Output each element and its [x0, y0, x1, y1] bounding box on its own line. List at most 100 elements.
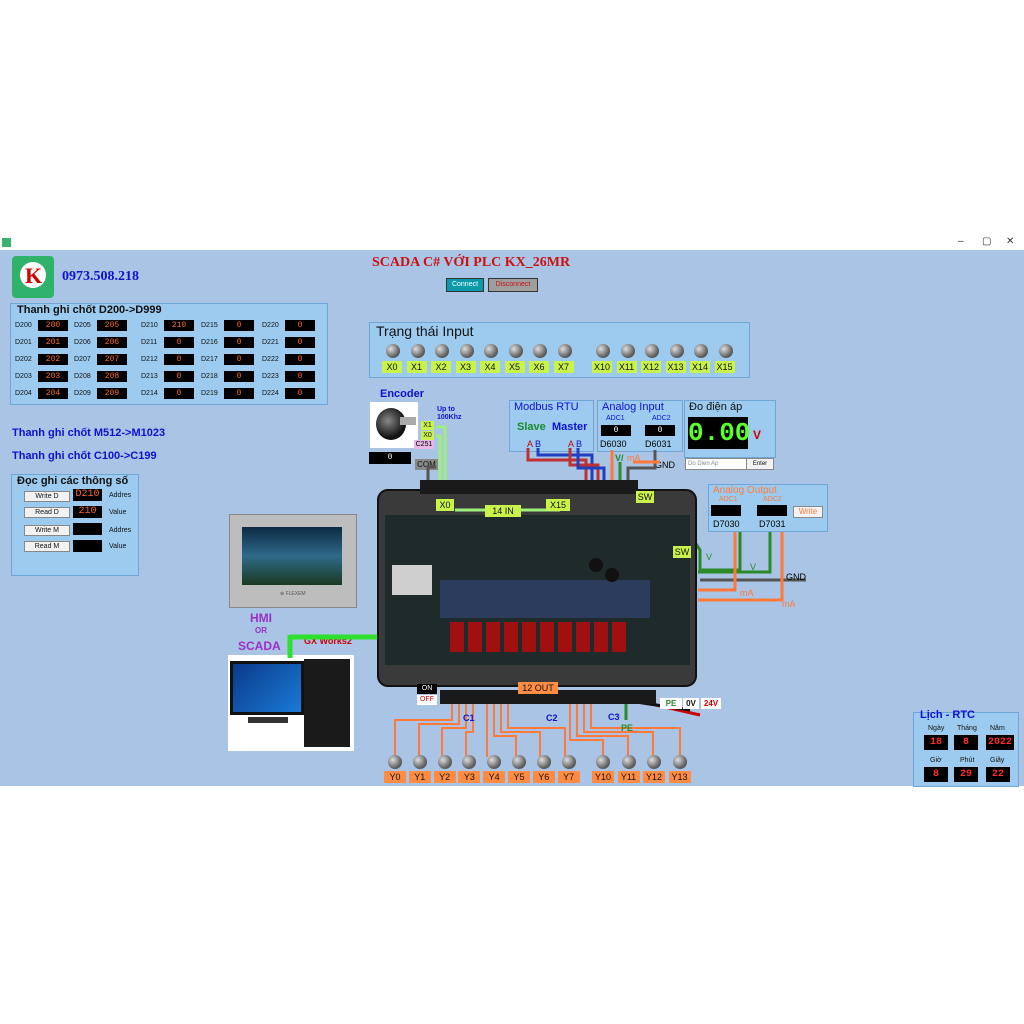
ao-gnd-label: GND — [786, 572, 806, 582]
input-label: X2 — [431, 361, 451, 373]
input-led — [435, 344, 449, 358]
write-d-button[interactable]: Write D — [24, 491, 70, 502]
phone-number: 0973.508.218 — [62, 269, 139, 284]
register-value: 206 — [97, 337, 127, 348]
rtc-day: 18 — [924, 735, 948, 750]
register-label: D200 — [15, 322, 32, 329]
adc1-value: 0 — [601, 425, 631, 436]
c3-label: C3 — [608, 712, 620, 722]
c1-label: C1 — [463, 713, 475, 723]
output-label: Y0 — [384, 771, 406, 783]
voltage-panel: Đo điện áp 0.00 V — [684, 400, 776, 458]
output-led — [672, 755, 687, 769]
encoder-x1-label: X1 — [421, 421, 434, 430]
connect-button[interactable]: Connect — [446, 278, 484, 292]
gxworks-label: GX Works2 — [304, 636, 352, 646]
adc2-value: 0 — [645, 425, 675, 436]
ao-adc2-field[interactable] — [757, 505, 787, 516]
window-titlebar: – ▢ ✕ — [0, 236, 1024, 251]
rtc-month-label: Tháng — [957, 725, 977, 732]
register-label: D217 — [201, 356, 218, 363]
write-m-button[interactable]: Write M — [24, 525, 70, 536]
ao-register-1: D7030 — [713, 519, 740, 529]
register-label: D221 — [262, 339, 279, 346]
modbus-panel: Modbus RTU Slave Master A B A B — [509, 400, 594, 452]
d-address-field[interactable]: D210 — [73, 489, 102, 501]
output-led — [388, 755, 402, 769]
close-button[interactable]: ✕ — [1006, 236, 1015, 247]
input-status-title: Trạng thái Input — [376, 323, 474, 339]
pe-label: PE — [621, 723, 634, 733]
output-label: Y2 — [433, 771, 456, 783]
encoder-com-label: COM — [415, 459, 438, 470]
input-label: X13 — [665, 361, 686, 373]
register-value: 0 — [285, 337, 315, 348]
input-led — [718, 344, 733, 358]
register-label: D209 — [74, 390, 91, 397]
hmi-label: HMI — [250, 611, 272, 625]
register-panel-title: Thanh ghi chốt D200->D999 — [17, 304, 162, 316]
modbus-slave: Slave — [517, 421, 546, 433]
output-led — [647, 755, 661, 769]
input-led — [508, 344, 523, 358]
register-label: D213 — [141, 373, 158, 380]
wiring-diagram — [287, 425, 806, 757]
register-label: D210 — [141, 322, 158, 329]
register-value: 0 — [164, 337, 194, 348]
input-label: X12 — [641, 361, 661, 373]
register-value: 200 — [38, 320, 68, 331]
analog-input-title: Analog Input — [602, 401, 664, 413]
modbus-title: Modbus RTU — [514, 401, 579, 413]
read-d-button[interactable]: Read D — [24, 507, 70, 518]
rtc-year-label: Năm — [990, 725, 1005, 732]
m-register-link[interactable]: Thanh ghi chốt M512->M1023 — [12, 427, 166, 439]
rtc-sec-label: Giây — [990, 757, 1005, 764]
scada-label: SCADA — [238, 639, 281, 653]
ao-adc1-label: ADC1 — [719, 496, 738, 503]
plc-x0-label: X0 — [436, 499, 454, 511]
d-value-field[interactable]: 210 — [73, 506, 102, 518]
output-label: Y11 — [617, 771, 640, 783]
analog-input-panel: Analog Input ADC1 ADC2 0 0 D6030 D6031 — [597, 400, 683, 452]
ao-ma-label-1: mA — [740, 588, 754, 598]
c2-label: C2 — [546, 713, 558, 723]
ai-v-label: V/ — [615, 453, 624, 463]
register-label: D203 — [15, 373, 32, 380]
input-led — [459, 344, 474, 358]
maximize-button[interactable]: ▢ — [982, 236, 992, 247]
register-value: 203 — [38, 371, 68, 382]
sw-label-2: SW — [673, 546, 691, 558]
modbus-a2: A — [568, 439, 575, 449]
rtc-min: 29 — [954, 767, 978, 782]
m-value-field[interactable] — [73, 540, 102, 552]
minimize-button[interactable]: – — [958, 236, 964, 247]
addres-label-1: Addres — [109, 492, 132, 499]
register-label: D216 — [201, 339, 218, 346]
input-led — [484, 344, 498, 358]
output-led — [512, 755, 526, 769]
enter-button[interactable]: Enter — [746, 458, 774, 470]
rtc-sec: 22 — [986, 767, 1010, 782]
rtc-year: 2022 — [986, 735, 1014, 750]
plc-12out-label: 12 OUT — [518, 682, 558, 694]
input-led — [410, 344, 425, 358]
register-value: 202 — [38, 354, 68, 365]
input-label: X0 — [382, 361, 402, 373]
output-led — [462, 755, 477, 769]
pc-image — [228, 655, 354, 751]
register-value: 209 — [97, 388, 127, 399]
register-label: D208 — [74, 373, 91, 380]
modbus-b2: B — [576, 439, 583, 449]
sw-label-1: SW — [636, 491, 654, 503]
input-led — [694, 344, 708, 358]
read-m-button[interactable]: Read M — [24, 541, 70, 552]
ao-write-button[interactable]: Write — [793, 506, 823, 518]
pe-badge: PE — [660, 698, 682, 709]
c-register-link[interactable]: Thanh ghi chốt C100->C199 — [12, 450, 157, 462]
hmi-panel-image: ⊕ FLEXEM — [229, 514, 357, 608]
ao-adc1-field[interactable] — [711, 505, 741, 516]
disconnect-button[interactable]: Disconnect — [488, 278, 538, 292]
m-address-field[interactable] — [73, 523, 102, 535]
output-led — [596, 755, 610, 769]
output-led — [487, 755, 502, 769]
